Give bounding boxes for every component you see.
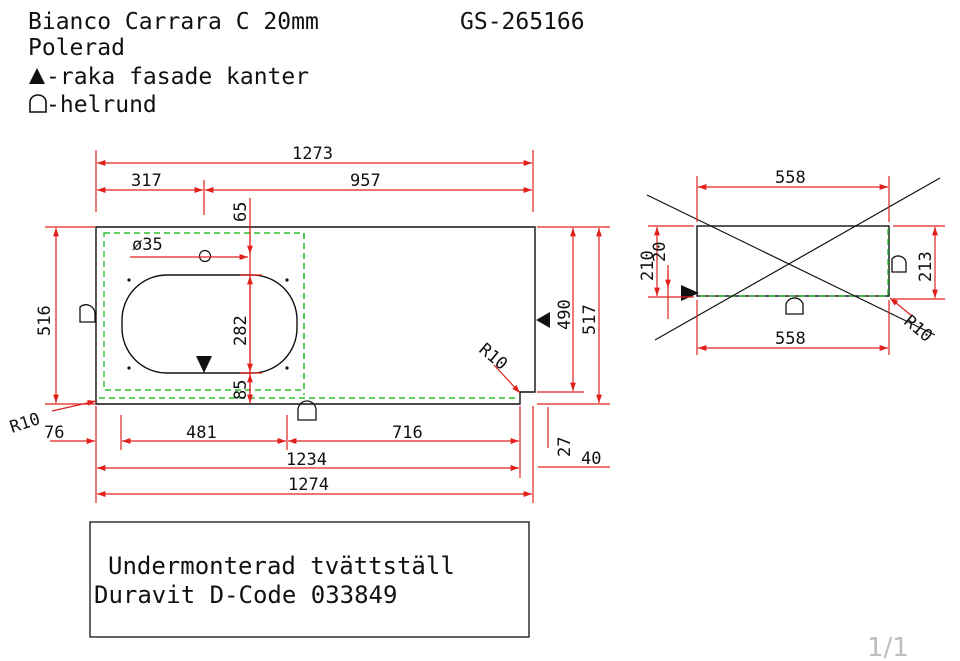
drawing-code: GS-265166: [460, 9, 585, 35]
dim-backsplash-radius: R10: [900, 312, 936, 347]
note-line-2: Duravit D-Code 033849: [94, 581, 397, 609]
round-edge-marker-icon: [79, 304, 96, 323]
backsplash-dimensions: [648, 176, 945, 355]
front-dashed-edge: [99, 233, 515, 399]
sink-cutout-dashed-edge: [103, 232, 305, 391]
cross-line: [646, 194, 936, 336]
countertop-top-view: [79, 226, 550, 421]
legend-straight-label: -raka fasade kanter: [46, 64, 309, 90]
backsplash-view: [646, 177, 941, 341]
dim-bottom-27: 27: [555, 437, 575, 457]
dim-depth-right: 517: [580, 304, 600, 335]
dim-radius-front-left: R10: [7, 409, 42, 438]
backsplash-dimension-labels: 558 558 210 20 213 R10: [638, 168, 936, 349]
sink-bowl-outline: [121, 274, 298, 374]
page-indicator: 1/1: [867, 633, 909, 661]
dim-bowl-depth: 282: [231, 315, 251, 346]
legend-round-label: -helrund: [46, 92, 157, 118]
dim-width-left: 317: [131, 171, 162, 191]
dim-depth-left: 516: [35, 305, 55, 336]
dim-width-right: 957: [350, 171, 381, 191]
straight-edge-icon: [29, 68, 45, 84]
backsplash-dashed-edge: [700, 229, 889, 297]
dim-offset-bottom: 85: [231, 380, 251, 400]
note-box: Undermonterad tvättställ Duravit D-Code …: [89, 521, 530, 638]
countertop-outline: [95, 226, 536, 405]
finish-label: Polerad: [28, 35, 125, 61]
title-block: Bianco Carrara C 20mm GS-265166 Polerad …: [28, 9, 585, 118]
material-title: Bianco Carrara C 20mm: [28, 9, 319, 35]
dim-backsplash-height-left: 210: [638, 250, 658, 281]
straight-edge-marker-icon: [536, 312, 550, 328]
note-line-1: Undermonterad tvättställ: [108, 552, 455, 580]
round-edge-marker-icon: [785, 297, 804, 315]
dim-backsplash-width-bottom: 558: [775, 329, 806, 349]
dim-radius-cutout: R10: [475, 340, 511, 375]
cross-line: [654, 177, 941, 341]
round-edge-marker-icon: [297, 400, 317, 421]
dim-backsplash-height-inner: 20: [650, 242, 670, 262]
tap-hole-icon: [198, 249, 212, 263]
round-edge-marker-icon: [891, 255, 907, 273]
dim-offset-top: 65: [231, 202, 251, 222]
straight-edge-marker-icon: [196, 356, 212, 373]
dim-backsplash-width-top: 558: [775, 168, 806, 188]
dim-bottom-40: 40: [581, 449, 601, 469]
dim-bottom-716: 716: [392, 423, 423, 443]
dim-bottom-481: 481: [186, 423, 217, 443]
dim-inner-depth: 490: [555, 299, 575, 330]
dim-bottom-1234: 1234: [286, 450, 327, 470]
dim-tap-hole: ø35: [132, 235, 163, 255]
dim-backsplash-height-right: 213: [916, 251, 936, 282]
dim-total-width: 1273: [292, 144, 333, 164]
dim-bottom-76: 76: [44, 423, 64, 443]
main-dimensions: [45, 150, 610, 503]
round-edge-icon: [29, 94, 47, 113]
dim-bottom-1274: 1274: [288, 475, 329, 495]
straight-edge-marker-icon: [681, 285, 699, 301]
